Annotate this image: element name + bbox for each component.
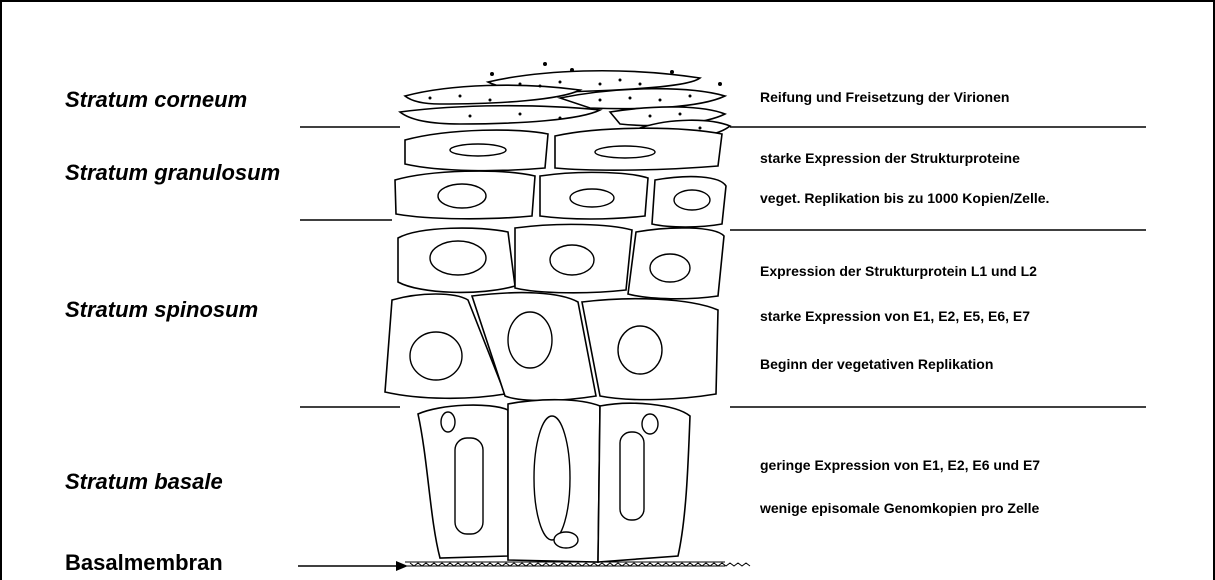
note-structural-proteins: starke Expression der Strukturproteine [760, 150, 1020, 166]
label-stratum-granulosum: Stratum granulosum [65, 160, 280, 186]
note-virion-release: Reifung und Freisetzung der Virionen [760, 89, 1009, 105]
label-stratum-spinosum: Stratum spinosum [65, 297, 258, 323]
note-replication-start: Beginn der vegetativen Replikation [760, 356, 993, 372]
basale-cells [418, 400, 690, 562]
note-episomal-copies: wenige episomale Genomkopien pro Zelle [760, 500, 1039, 516]
note-early-gene-expression: starke Expression von E1, E2, E5, E6, E7 [760, 308, 1030, 324]
corneum-cells [400, 62, 730, 138]
note-l1-l2-expression: Expression der Strukturprotein L1 und L2 [760, 263, 1037, 279]
label-stratum-basale: Stratum basale [65, 469, 223, 495]
note-low-expression: geringe Expression von E1, E2, E6 und E7 [760, 457, 1040, 473]
granulosum-cells [395, 128, 726, 227]
note-vegetative-replication: veget. Replikation bis zu 1000 Kopien/Ze… [760, 190, 1049, 206]
label-stratum-corneum: Stratum corneum [65, 87, 247, 113]
label-basalmembran: Basalmembran [65, 550, 223, 576]
spinosum-cells [385, 224, 724, 400]
